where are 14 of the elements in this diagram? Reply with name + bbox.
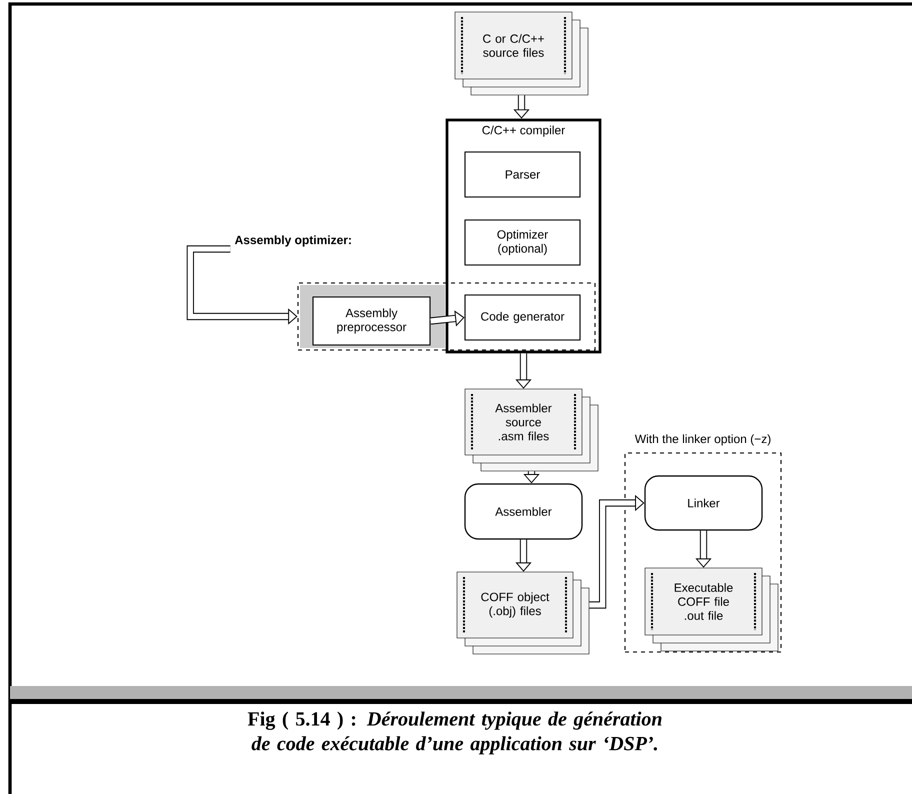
- file-stack: C or C/C++ source files: [454, 12, 588, 96]
- process-box: Optimizer (optional): [464, 219, 581, 266]
- process-box: Assembler: [464, 483, 583, 540]
- process-box: Linker: [644, 475, 763, 531]
- node-label: With the linker option (−z): [634, 434, 770, 446]
- note-text: Assembly optimizer:: [234, 235, 351, 247]
- process-box: Code generator: [464, 294, 581, 341]
- process-box: Parser: [464, 151, 581, 198]
- process-box: Assembly preprocessor: [312, 296, 431, 346]
- file-stack: Assembler source .asm files: [464, 388, 598, 472]
- file-stack: Executable COFF file .out file: [644, 568, 778, 652]
- figure-caption: Fig ( 5.14 ) : Déroulement typique de génération de code exécutable d’une application sur ‘DSP’.: [248, 712, 662, 754]
- hollow-arrow: [589, 494, 644, 609]
- file-stack: COFF object (.obj) files: [456, 572, 590, 654]
